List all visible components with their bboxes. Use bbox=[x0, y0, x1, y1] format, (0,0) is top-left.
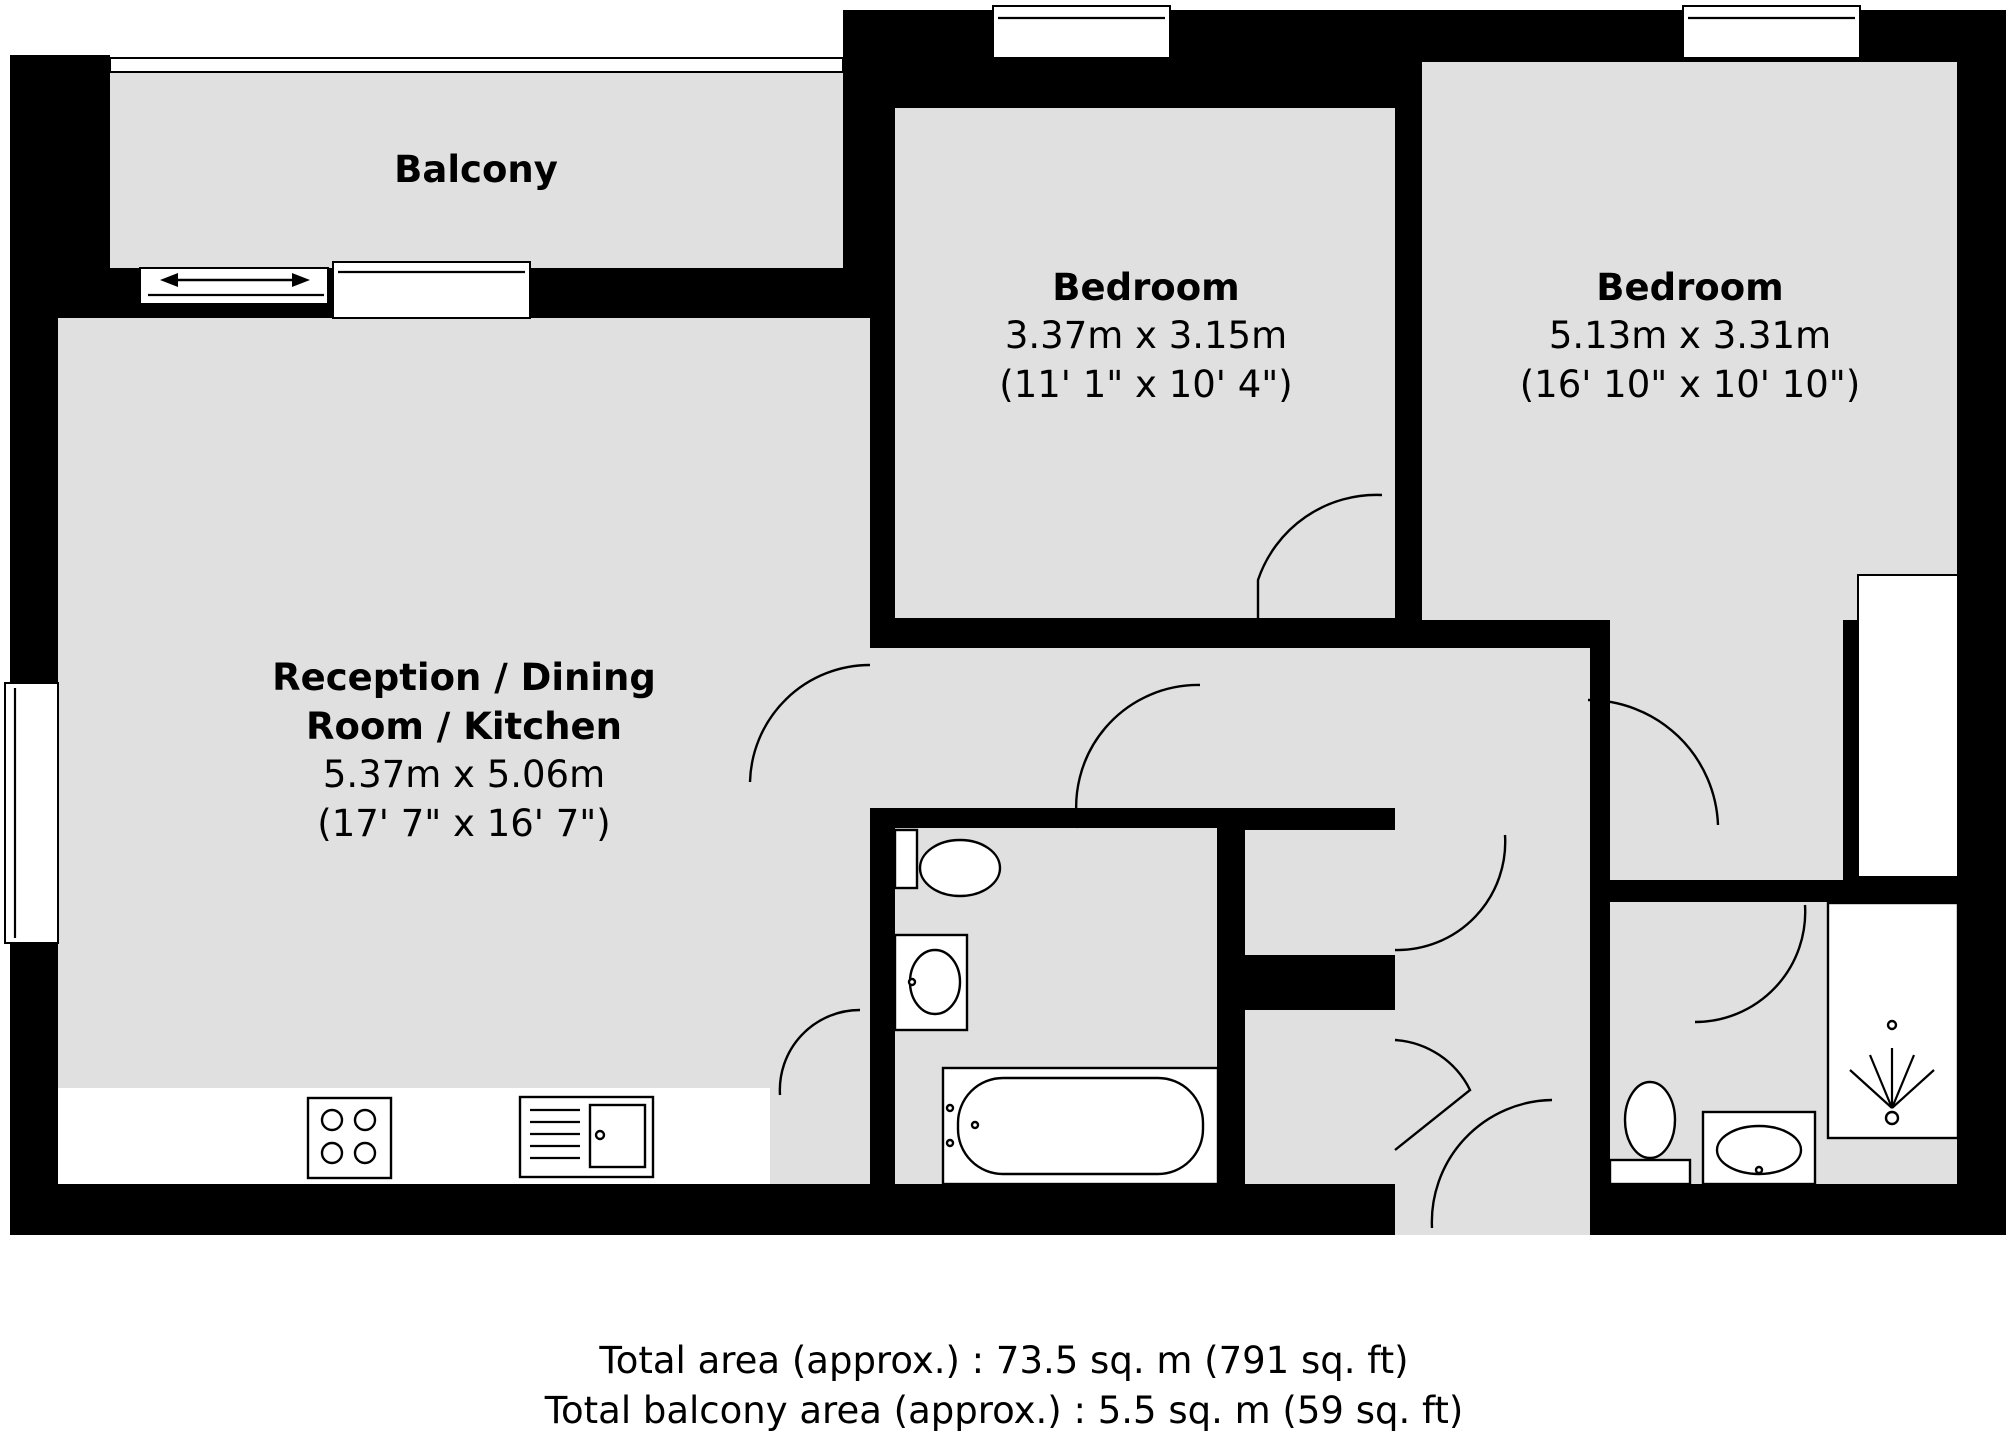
wardrobe bbox=[1857, 574, 1959, 878]
reception-name-line1: Reception / Dining bbox=[272, 656, 656, 699]
floor-areas bbox=[58, 58, 1959, 1235]
hallway-lower-floor bbox=[1395, 808, 1590, 1235]
bedroom1-window bbox=[992, 5, 1171, 59]
reception-window bbox=[4, 682, 59, 944]
basin bbox=[908, 948, 962, 1016]
windows bbox=[4, 5, 1861, 944]
balcony-floor bbox=[110, 58, 843, 268]
balcony-label: Balcony bbox=[394, 148, 558, 191]
ensuite-fixtures bbox=[1608, 901, 1960, 1186]
bedroom1-dims-imperial: (11' 1" x 10' 4") bbox=[999, 363, 1292, 406]
bedroom2-dims-imperial: (16' 10" x 10' 10") bbox=[1520, 363, 1861, 406]
bedroom2-window bbox=[1682, 5, 1861, 59]
cupboard2-floor bbox=[1245, 1010, 1395, 1184]
reception-floor bbox=[58, 318, 870, 1088]
total-balcony-area: Total balcony area (approx.) : 5.5 sq. m… bbox=[544, 1389, 1464, 1432]
hob bbox=[306, 1096, 393, 1180]
toilet bbox=[918, 838, 1002, 898]
bedroom2-floor bbox=[1422, 62, 1957, 620]
reception-dims-metric: 5.37m x 5.06m bbox=[323, 753, 605, 796]
bathroom-fixtures bbox=[893, 828, 1220, 1186]
kitchen-counter bbox=[58, 1088, 770, 1184]
hallway-floor bbox=[870, 648, 1590, 808]
bedroom2-lower-floor bbox=[1610, 618, 1843, 880]
bedroom2-dims-metric: 5.13m x 3.31m bbox=[1549, 314, 1831, 357]
door-swings bbox=[748, 493, 1807, 1229]
entrance-gap bbox=[1432, 1184, 1557, 1235]
ensuite-toilet bbox=[1623, 1080, 1677, 1160]
bedroom1-floor bbox=[895, 108, 1395, 618]
utility-floor bbox=[770, 1088, 870, 1184]
kitchen-fixtures bbox=[306, 1095, 655, 1180]
bedroom1-name: Bedroom bbox=[1052, 266, 1239, 309]
reception-dims-imperial: (17' 7" x 16' 7") bbox=[317, 802, 610, 845]
balcony-rail bbox=[109, 57, 844, 73]
total-area: Total area (approx.) : 73.5 sq. m (791 s… bbox=[598, 1339, 1408, 1382]
sliding-door bbox=[139, 267, 329, 305]
cupboard1-floor bbox=[1245, 830, 1395, 955]
reception-name-line2: Room / Kitchen bbox=[306, 705, 622, 748]
bedroom1-dims-metric: 3.37m x 3.15m bbox=[1005, 314, 1287, 357]
bedroom2-name: Bedroom bbox=[1596, 266, 1783, 309]
balcony-door-window bbox=[332, 261, 531, 319]
